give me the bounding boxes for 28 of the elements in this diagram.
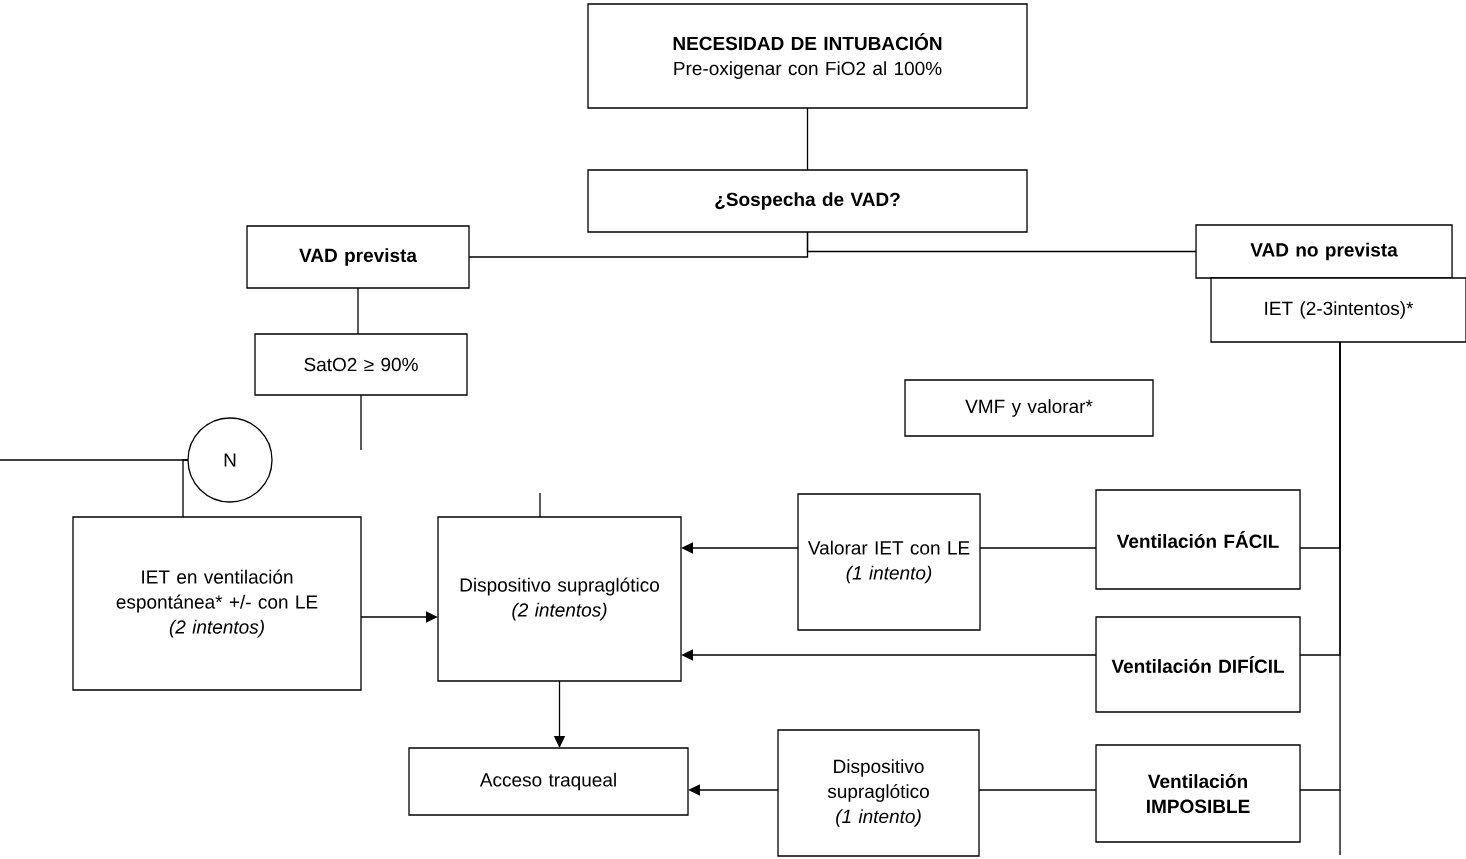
connector-line [182,459,189,518]
process-box: NECESIDAD DE INTUBACIÓN Pre-oxigenar con FiO2 al 100% [587,3,1028,109]
process-box: IET en ventilación espontánea* +/- con LE (2 intentos) [72,516,362,691]
arrow [681,649,1097,661]
process-box: IET (2-3intentos)* [1210,277,1466,343]
process-box: Acceso traqueal [408,747,689,816]
arrow [681,542,799,554]
connector-line [357,287,359,335]
process-box: VMF y valorar* [904,379,1154,437]
process-box: VAD no prevista [1195,224,1453,279]
process-box: VAD prevista [246,225,470,289]
arrow [688,784,779,796]
connector-line [806,107,809,171]
process-box: Valorar IET con LE (1 intento) [797,493,981,631]
connector-line [806,231,1197,253]
process-box: Ventilación FÁCIL [1095,489,1301,590]
connector-line [539,492,541,518]
decision-box: ¿Sospecha de VAD? [587,169,1028,233]
process-box: Ventilación IMPOSIBLE [1095,744,1301,843]
connector-line [1299,341,1341,791]
connector-line [978,789,1097,791]
process-box: SatO2 ≥ 90% [254,333,468,396]
process-box: Dispositivo supraglótico (2 intentos) [437,516,682,682]
process-box: Dispositivo supraglótico (1 intento) [777,729,980,857]
connector-line [360,394,362,451]
process-box: Ventilación DIFÍCIL [1095,616,1301,713]
arrow [360,611,438,623]
connector-line [979,547,1097,549]
